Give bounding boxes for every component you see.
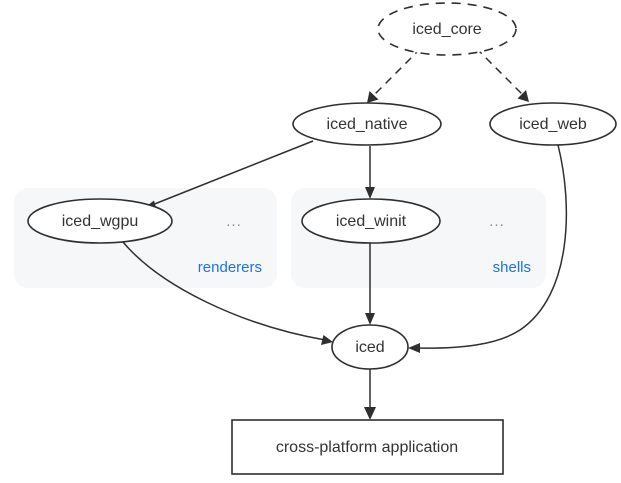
cluster-renderers-label: renderers bbox=[198, 259, 262, 276]
node-application[interactable]: cross-platform application bbox=[231, 419, 504, 475]
node-iced-web-shape[interactable] bbox=[489, 102, 617, 146]
node-iced-label: iced bbox=[355, 339, 384, 356]
node-application-label: cross-platform application bbox=[276, 439, 458, 456]
cluster-shells-label: shells bbox=[493, 259, 531, 276]
node-iced[interactable]: iced bbox=[331, 324, 409, 370]
node-iced-wgpu-label: iced_wgpu bbox=[62, 213, 139, 230]
arrow-head bbox=[408, 343, 420, 353]
node-iced-core-label: iced_core bbox=[412, 21, 481, 38]
node-iced-winit-label: iced_winit bbox=[336, 213, 407, 230]
edge-line bbox=[415, 144, 568, 349]
arrow-head bbox=[517, 90, 529, 102]
cluster-renderers-ellipsis: ... bbox=[226, 213, 242, 230]
edge-iced-native-to-iced-winit bbox=[365, 146, 375, 199]
edge-iced-winit-to-iced bbox=[365, 243, 375, 325]
edge-line bbox=[122, 241, 326, 341]
node-iced-native-shape[interactable] bbox=[292, 102, 442, 146]
edge-line bbox=[475, 47, 525, 97]
edge-line bbox=[151, 140, 314, 206]
node-iced-web[interactable]: iced_web bbox=[489, 102, 617, 146]
node-iced-native-label: iced_native bbox=[327, 116, 408, 133]
arrow-head bbox=[364, 407, 376, 420]
arrow-head bbox=[365, 187, 375, 199]
arrow-head bbox=[321, 335, 333, 345]
node-iced-shape[interactable] bbox=[331, 324, 409, 370]
edge-iced-web-to-iced bbox=[408, 144, 568, 353]
node-iced-web-label: iced_web bbox=[519, 116, 587, 133]
node-iced-winit[interactable]: iced_winit bbox=[301, 198, 441, 244]
node-iced-winit-shape[interactable] bbox=[301, 198, 441, 244]
node-iced-core-shape[interactable] bbox=[377, 2, 517, 56]
arrow-head bbox=[365, 313, 375, 325]
node-application-shape[interactable] bbox=[231, 419, 504, 475]
edge-iced-core-to-iced-web bbox=[475, 47, 529, 102]
node-iced-wgpu-shape[interactable] bbox=[27, 198, 173, 244]
cluster-shells-ellipsis: ... bbox=[489, 213, 505, 230]
edge-line bbox=[371, 47, 422, 98]
edge-iced-to-application bbox=[364, 369, 376, 420]
edge-iced-wgpu-to-iced bbox=[122, 241, 333, 345]
edge-iced-core-to-iced-native bbox=[367, 47, 422, 103]
arrow-head bbox=[367, 91, 379, 103]
node-iced-native[interactable]: iced_native bbox=[292, 102, 442, 146]
node-iced-wgpu[interactable]: iced_wgpu bbox=[27, 198, 173, 244]
node-iced-core[interactable]: iced_core bbox=[377, 2, 517, 56]
